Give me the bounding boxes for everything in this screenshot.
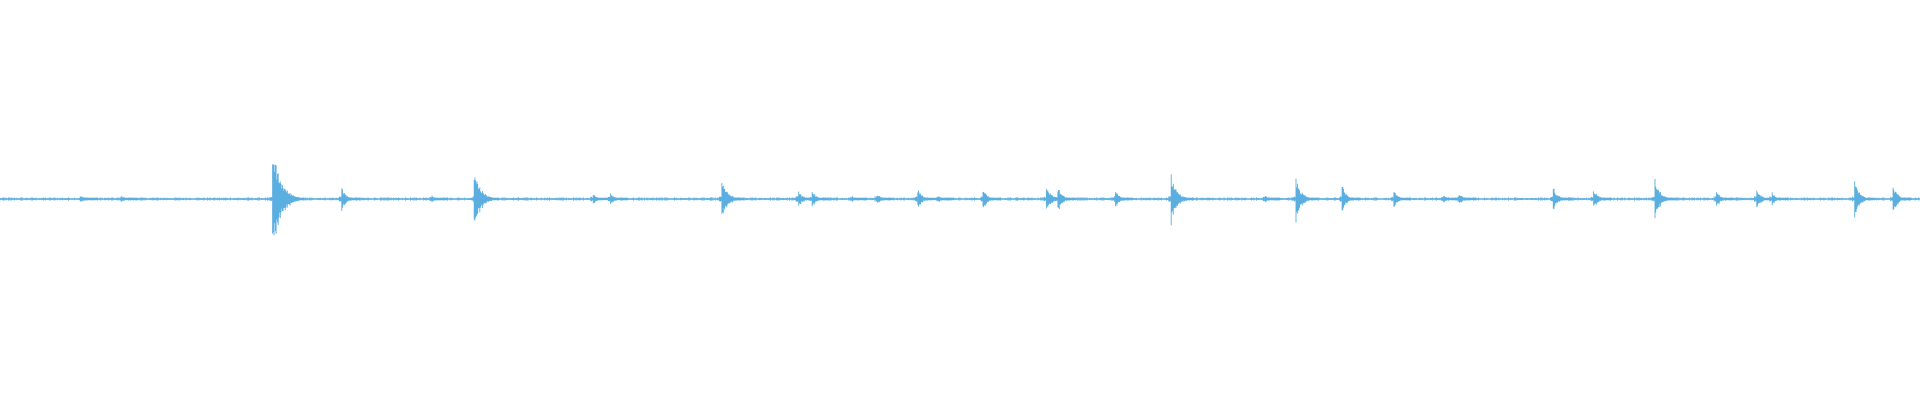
waveform-transient-31 [1769,192,1789,206]
waveform-transient-17 [1055,190,1077,209]
waveform-transient-22 [1339,187,1361,211]
waveform-transient-6 [590,194,610,204]
waveform-transient-25 [1456,194,1476,203]
waveform-transient-18 [1112,192,1133,207]
waveform-transient-13 [914,190,936,207]
waveform-transient-29 [1713,192,1734,206]
waveform-transient-10 [809,192,830,207]
waveform-transient-15 [980,191,1001,208]
waveform-transient-23 [1391,192,1412,207]
waveform-transient-32 [1851,181,1875,218]
waveform-transient-8 [719,183,745,214]
waveform-transient-33 [1890,187,1912,210]
waveform-transient-14 [936,196,955,202]
waveform-transient-12 [874,195,894,203]
waveform-transient-7 [607,193,628,204]
waveform-transient-27 [1590,191,1612,206]
waveform-transient-28 [1652,178,1677,219]
waveform-transient-20 [1262,195,1281,202]
waveform-transient-26 [1550,188,1572,210]
waveform-transient-5 [471,177,500,221]
waveform-transient-2 [269,164,304,236]
waveform-transients [79,164,1912,236]
waveform-transient-21 [1293,178,1318,223]
waveform-transient-3 [338,188,360,211]
waveform-transient-19 [1168,174,1195,226]
waveform-transient-1 [120,196,139,202]
waveform-transient-11 [849,196,868,202]
waveform-transient-4 [429,195,448,203]
waveform-transient-0 [79,196,98,202]
